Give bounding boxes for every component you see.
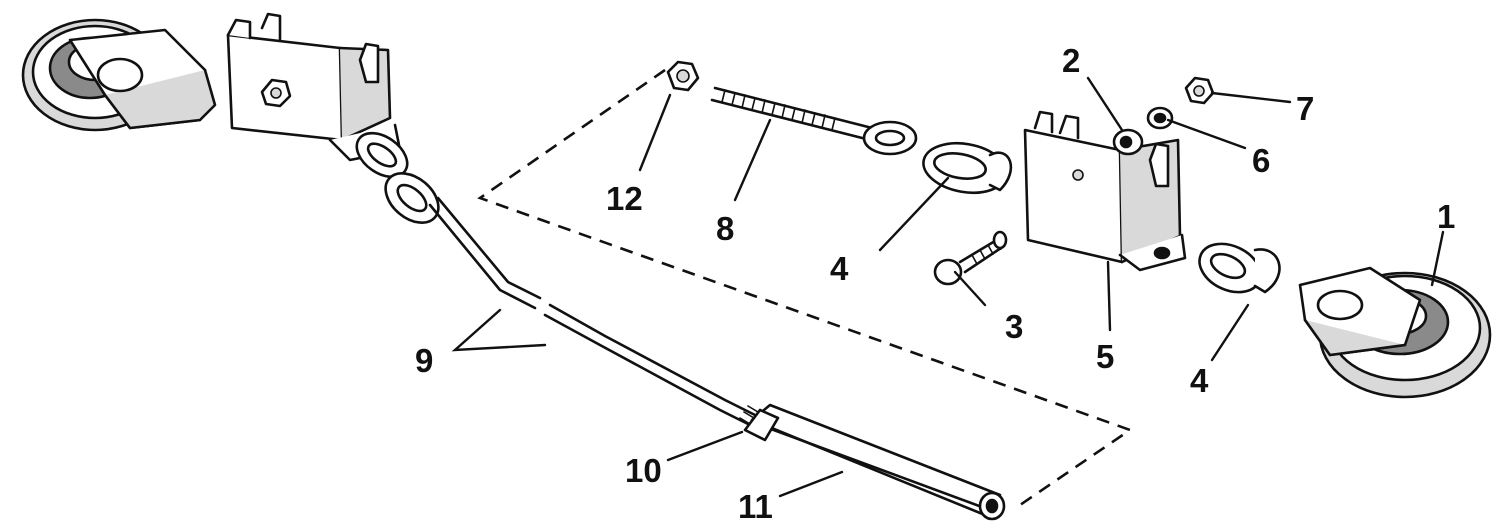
left-bracket	[226, 12, 402, 162]
callout-12: 12	[606, 180, 643, 217]
callout-4-upper: 4	[830, 250, 849, 287]
part-12-nut	[666, 60, 700, 92]
sleeve-assembly	[739, 403, 1006, 521]
cable-rod	[428, 196, 757, 427]
part-8-eye-bolt	[710, 86, 918, 156]
part-3-bolt	[933, 230, 1008, 286]
part-4-link-lower	[1198, 242, 1281, 294]
callout-3: 3	[1005, 308, 1023, 345]
part-2-spacer	[1112, 128, 1144, 156]
part-4-link-upper	[922, 141, 1013, 195]
callout-2: 2	[1062, 42, 1080, 79]
callout-4-lower: 4	[1190, 362, 1209, 399]
callout-8: 8	[716, 210, 734, 247]
part-1-pulley	[1298, 266, 1492, 399]
part-6-washer	[1146, 106, 1174, 130]
part-7-nut	[1184, 76, 1215, 105]
callout-7: 7	[1296, 90, 1314, 127]
chain-links	[355, 131, 440, 224]
callout-10: 10	[625, 452, 662, 489]
callout-5: 5	[1096, 338, 1114, 375]
callout-9: 9	[415, 342, 433, 379]
left-pulley-assembly	[21, 18, 217, 132]
callout-6: 6	[1252, 142, 1270, 179]
callout-1: 1	[1437, 198, 1455, 235]
part-5-bracket	[1023, 110, 1187, 272]
kit-boundary-dashed-outline	[477, 68, 1133, 507]
callout-11: 11	[738, 488, 773, 525]
leader-lines	[451, 76, 1445, 498]
callout-labels: 1 2 3 4 4 5 6 7 8 9 10 11 12	[415, 42, 1455, 525]
